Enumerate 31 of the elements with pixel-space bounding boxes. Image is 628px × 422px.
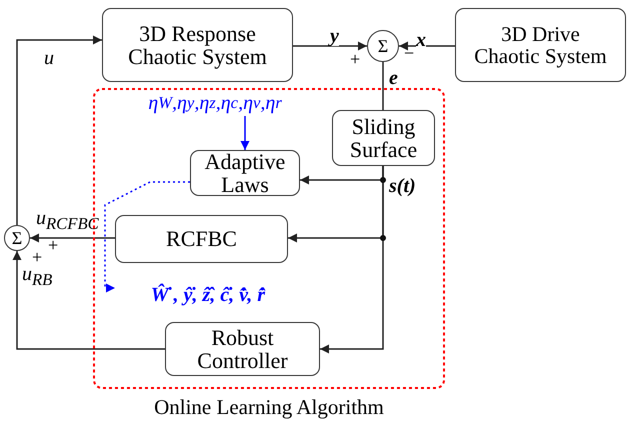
region-title: Online Learning Algorithm: [154, 396, 384, 418]
connector-arrow: [240, 116, 250, 150]
sum-symbol: Σ: [12, 228, 22, 248]
box-label: Adaptive Laws: [204, 150, 286, 196]
sign-label: +: [350, 50, 360, 68]
box-label: 3D Drive Chaotic System: [473, 22, 608, 68]
edge-label: s(t): [389, 176, 416, 196]
summing-junction: [367, 30, 399, 62]
parameter-text: Ŵ̇ , ŷ̇, ẑ̂, ĉ̇, v̂̇, r̂̇: [115, 280, 273, 310]
sum-symbol: Σ: [378, 36, 388, 56]
process-box: [190, 150, 300, 196]
box-label: 3D Response Chaotic System: [127, 22, 268, 68]
sign-label: −: [404, 44, 414, 62]
sign-label: +: [32, 248, 42, 266]
process-box: [102, 8, 293, 82]
process-box: [165, 322, 320, 376]
process-box: [332, 110, 435, 166]
connector-arrow: [320, 166, 384, 354]
connector-arrow: [293, 42, 367, 50]
box-label: Sliding Surface: [348, 114, 418, 162]
connector-arrow: [12, 251, 165, 350]
connector-arrow: [16, 36, 102, 225]
box-label: RCFBC: [166, 227, 237, 251]
summing-junction: [4, 225, 30, 251]
connector-arrow: [399, 42, 455, 50]
connector-arrow: [30, 234, 115, 242]
box-label: Robust Controller: [196, 326, 289, 372]
process-box: [455, 8, 626, 82]
process-box: [115, 215, 288, 263]
connector-arrow: [104, 181, 190, 292]
sign-label: +: [48, 236, 58, 254]
